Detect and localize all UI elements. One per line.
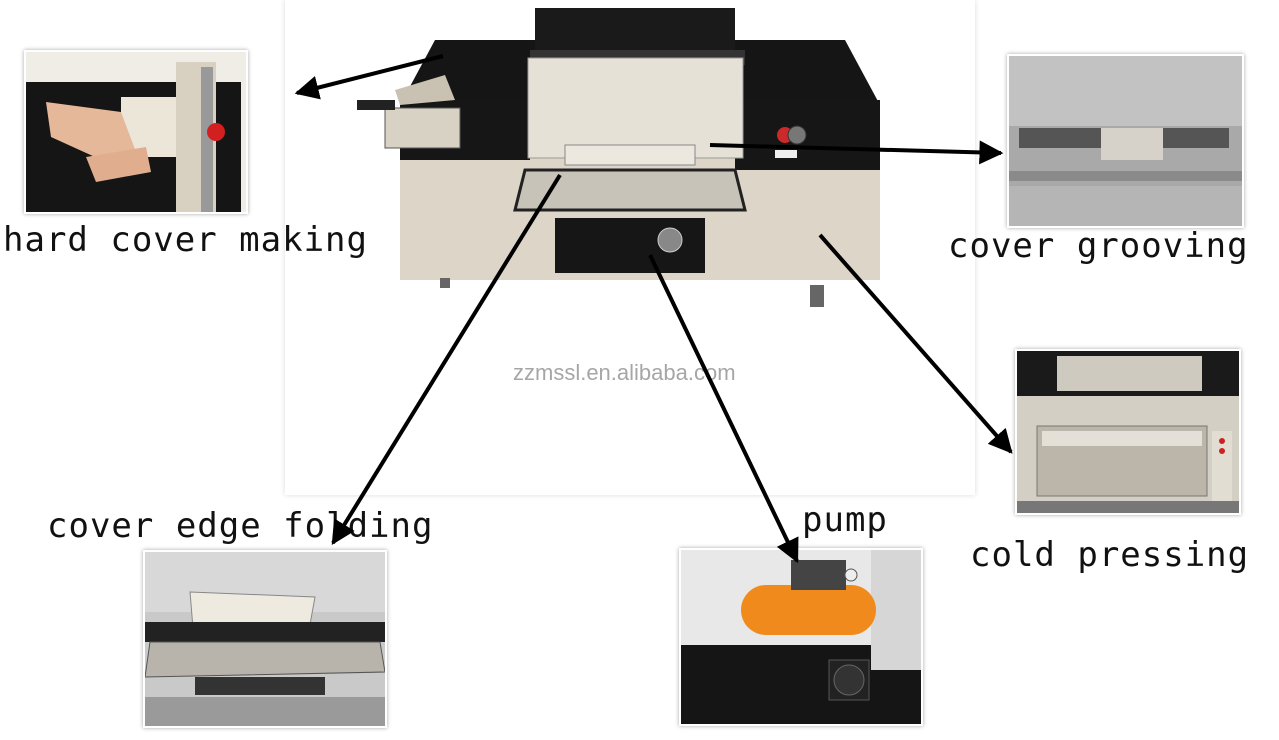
label-hard-cover-making: hard cover making — [3, 220, 368, 260]
folding-illustration — [145, 552, 385, 726]
label-cover-edge-folding: cover edge folding — [47, 506, 434, 546]
grooving-illustration — [1009, 56, 1242, 226]
pump-illustration — [681, 550, 921, 724]
cover-grooving-photo — [1007, 54, 1244, 228]
cold-pressing-photo — [1015, 349, 1241, 515]
main-machine-photo — [285, 0, 975, 495]
cover-edge-folding-photo — [143, 550, 387, 728]
watermark: zzmssl.en.alibaba.com — [513, 360, 736, 385]
pressing-illustration — [1017, 351, 1239, 513]
machine-illustration — [357, 8, 880, 307]
pump-photo — [679, 548, 923, 726]
label-cover-grooving: cover grooving — [948, 226, 1249, 266]
hard-cover-making-photo — [24, 50, 248, 214]
label-cold-pressing: cold pressing — [970, 535, 1250, 575]
label-pump: pump — [802, 500, 888, 540]
hard-cover-illustration — [26, 52, 246, 212]
